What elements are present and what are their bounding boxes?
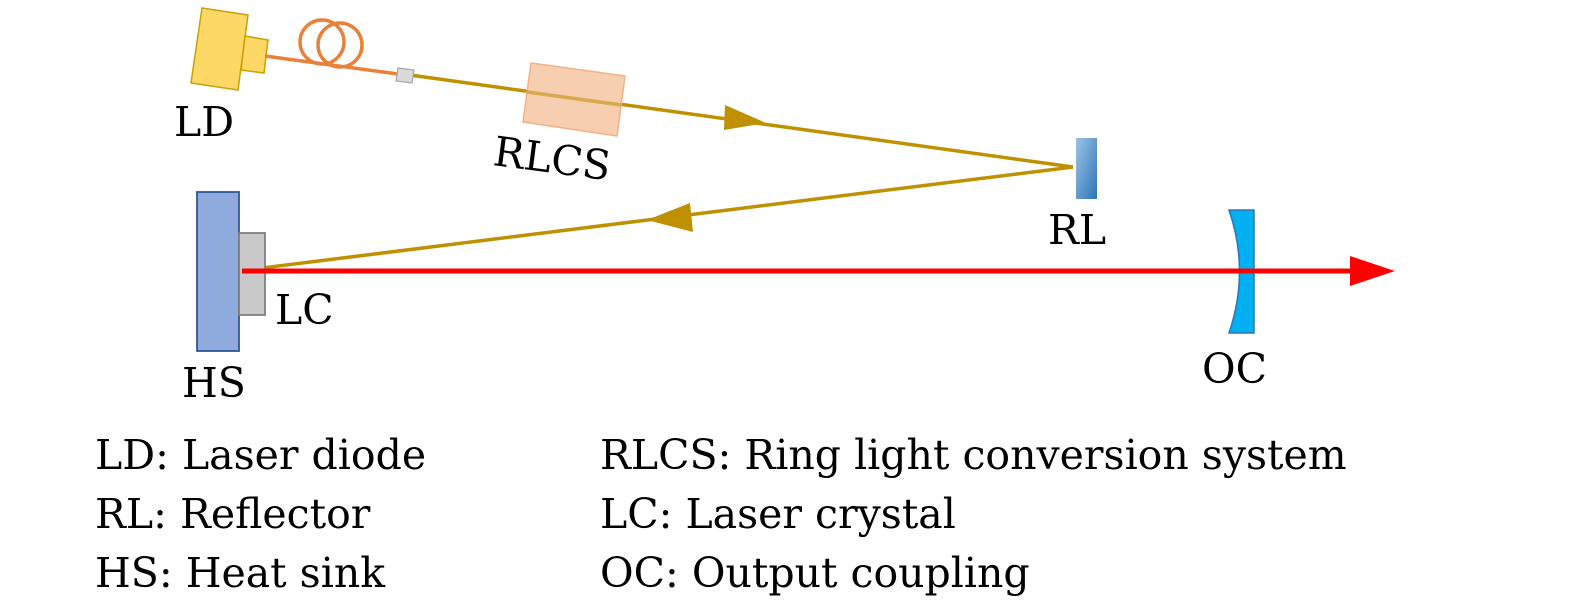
legend-item-rlcs: RLCS: Ring light conversion system	[600, 431, 1347, 479]
legend-item-lc: LC: Laser crystal	[600, 490, 956, 538]
legend-item-hs: HS: Heat sink	[95, 549, 386, 597]
laser-arrow-icon	[1350, 256, 1395, 286]
heat-sink	[196, 191, 240, 352]
label-hs: HS	[182, 359, 246, 407]
pump-arrow-forward-icon	[724, 105, 766, 130]
rlcs	[522, 62, 626, 137]
reflector	[1076, 138, 1097, 199]
laser-diode-body	[190, 7, 249, 91]
legend-left-column: LD: Laser diode RL: Reflector HS: Heat s…	[95, 426, 426, 603]
label-lc: LC	[275, 286, 334, 334]
label-rl: RL	[1048, 206, 1106, 254]
fiber-coil-1	[298, 18, 346, 66]
rlcs-beam-through	[526, 90, 622, 107]
legend-item-oc: OC: Output coupling	[600, 549, 1030, 597]
legend-right-column: RLCS: Ring light conversion system LC: L…	[600, 426, 1347, 603]
pump-arrow-return-icon	[647, 203, 693, 232]
laser-diode	[190, 7, 269, 91]
fiber-coil-2	[316, 21, 364, 69]
laser-diode-head	[240, 35, 269, 74]
fiber	[264, 18, 399, 76]
legend-item-ld: LD: Laser diode	[95, 431, 427, 479]
label-oc: OC	[1202, 345, 1267, 393]
legend-item-rl: RL: Reflector	[95, 490, 371, 538]
laser-crystal	[238, 232, 266, 316]
fiber-connector	[395, 67, 415, 84]
label-rlcs: RLCS	[491, 127, 614, 190]
label-ld: LD	[174, 98, 234, 146]
